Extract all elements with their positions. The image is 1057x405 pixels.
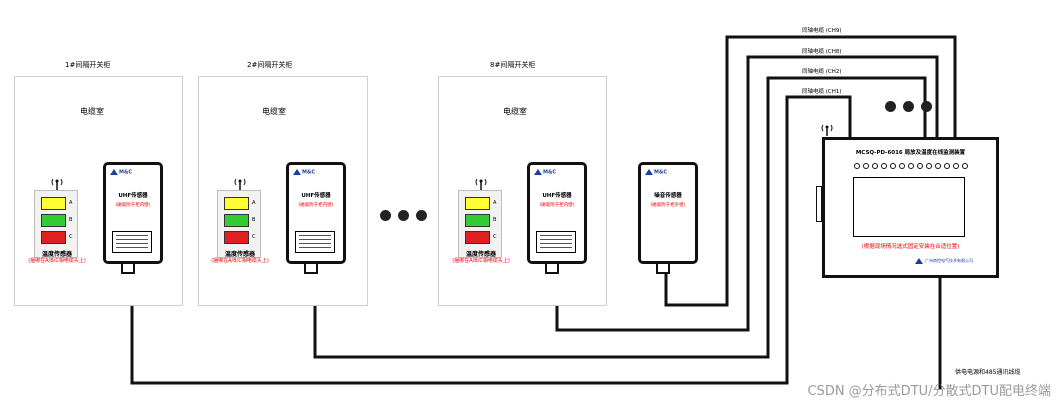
led-phase-c <box>465 231 490 244</box>
phase-c-label: C <box>69 234 73 240</box>
connector-plug <box>545 262 559 274</box>
noise-sensor: M&C 噪音传感器 (磁吸附于柜外壁) <box>638 162 698 264</box>
ellipsis-dots <box>885 97 939 116</box>
phase-b-label: B <box>69 217 73 223</box>
temp-sensor-panel-2: A B C <box>217 190 261 258</box>
cabinet-8-room-label: 电缆室 <box>503 107 527 116</box>
uhf-sensor-2: M&C UHF传感器 (磁吸附于柜内壁) <box>286 162 346 264</box>
phase-b-label: B <box>252 217 256 223</box>
indicator-led-row <box>854 163 968 169</box>
temp-sensor-panel-1: A B C <box>34 190 78 258</box>
uhf-sensor-1: M&C UHF传感器 (磁吸附于柜内壁) <box>103 162 163 264</box>
mount-ear-left <box>816 186 822 222</box>
led-phase-b <box>465 214 490 227</box>
cabinet-8-title: 8#间隔开关柜 <box>490 61 536 69</box>
led-phase-a <box>224 197 249 210</box>
cable-ch1-line <box>130 95 852 385</box>
connector-plug <box>304 262 318 274</box>
cable-ch8-line <box>555 55 939 332</box>
temp-sensor-title-8: 温度传感器 <box>465 251 496 258</box>
nameplate <box>112 231 152 253</box>
led-phase-a <box>41 197 66 210</box>
noise-sensor-name: 噪音传感器 <box>654 193 682 199</box>
led-phase-a <box>465 197 490 210</box>
power-cable-label: 供电电源和485通讯线缆 <box>955 369 1021 376</box>
uhf-sensor-name: UHF传感器 <box>118 193 148 199</box>
connector-plug <box>656 262 670 274</box>
cabinet-2-room-label: 电缆室 <box>262 107 286 116</box>
led-phase-b <box>224 214 249 227</box>
temp-sensor-panel-8: A B C <box>458 190 502 258</box>
cable-label-ch8: 同轴电缆 (CH8) <box>802 49 842 55</box>
phase-c-label: C <box>252 234 256 240</box>
cable-ch9-line <box>664 35 957 307</box>
uhf-sensor-note: (磁吸附于柜内壁) <box>298 203 334 208</box>
cable-label-ch2: 同轴电缆 (CH2) <box>802 69 842 75</box>
cable-ch2-line <box>313 76 927 359</box>
antenna-icon <box>475 178 487 190</box>
device-title: MCSQ-PD-6016 局放及温度在线监测装置 <box>855 150 966 156</box>
temp-sensor-title-1: 温度传感器 <box>41 251 72 258</box>
led-phase-c <box>224 231 249 244</box>
phase-a-label: A <box>252 200 256 206</box>
noise-sensor-note: (磁吸附于柜外壁) <box>650 203 686 208</box>
cabinet-2-title: 2#间隔开关柜 <box>247 61 293 69</box>
uhf-sensor-note: (磁吸附于柜内壁) <box>115 203 151 208</box>
temp-sensor-note-2: (捆绑在A/B/C相电缆头上) <box>211 258 269 264</box>
uhf-sensor-8: M&C UHF传感器 (磁吸附于柜内壁) <box>527 162 587 264</box>
temp-sensor-note-1: (捆绑在A/B/C相电缆头上) <box>28 258 86 264</box>
brand-logo: M&C <box>534 169 556 176</box>
phase-b-label: B <box>493 217 497 223</box>
led-phase-c <box>41 231 66 244</box>
uhf-sensor-note: (磁吸附于柜内壁) <box>539 203 575 208</box>
antenna-icon <box>51 178 63 190</box>
phase-a-label: A <box>493 200 497 206</box>
antenna-icon <box>234 178 246 190</box>
watermark: CSDN @分布式DTU/分散式DTU配电终端 <box>807 384 1051 399</box>
brand-logo: M&C <box>110 169 132 176</box>
nameplate <box>295 231 335 253</box>
brand-logo: M&C <box>645 169 667 176</box>
device-display <box>853 177 965 237</box>
uhf-sensor-name: UHF传感器 <box>301 193 331 199</box>
cable-label-ch9: 同轴电缆 (CH9) <box>802 28 842 34</box>
led-phase-b <box>41 214 66 227</box>
uhf-sensor-name: UHF传感器 <box>542 193 572 199</box>
cabinet-1-room-label: 电缆室 <box>80 107 104 116</box>
brand-logo: M&C <box>293 169 315 176</box>
temp-sensor-title-2: 温度传感器 <box>224 251 255 258</box>
connector-plug <box>121 262 135 274</box>
antenna-icon <box>821 124 833 136</box>
temp-sensor-note-8: (捆绑在A/B/C相电缆头上) <box>452 258 510 264</box>
ellipsis-dots <box>380 206 434 225</box>
company-logo: 广州南控电气技术有限公司 <box>915 258 973 264</box>
cable-label-ch1: 同轴电缆 (CH1) <box>802 89 842 95</box>
phase-a-label: A <box>69 200 73 206</box>
phase-c-label: C <box>493 234 497 240</box>
monitoring-device: MCSQ-PD-6016 局放及温度在线监测装置 (根据现场情况选式固定安装在合… <box>822 137 999 278</box>
device-note: (根据现场情况选式固定安装在合适位置) <box>861 244 960 250</box>
cabinet-1-title: 1#间隔开关柜 <box>65 61 111 69</box>
nameplate <box>536 231 576 253</box>
